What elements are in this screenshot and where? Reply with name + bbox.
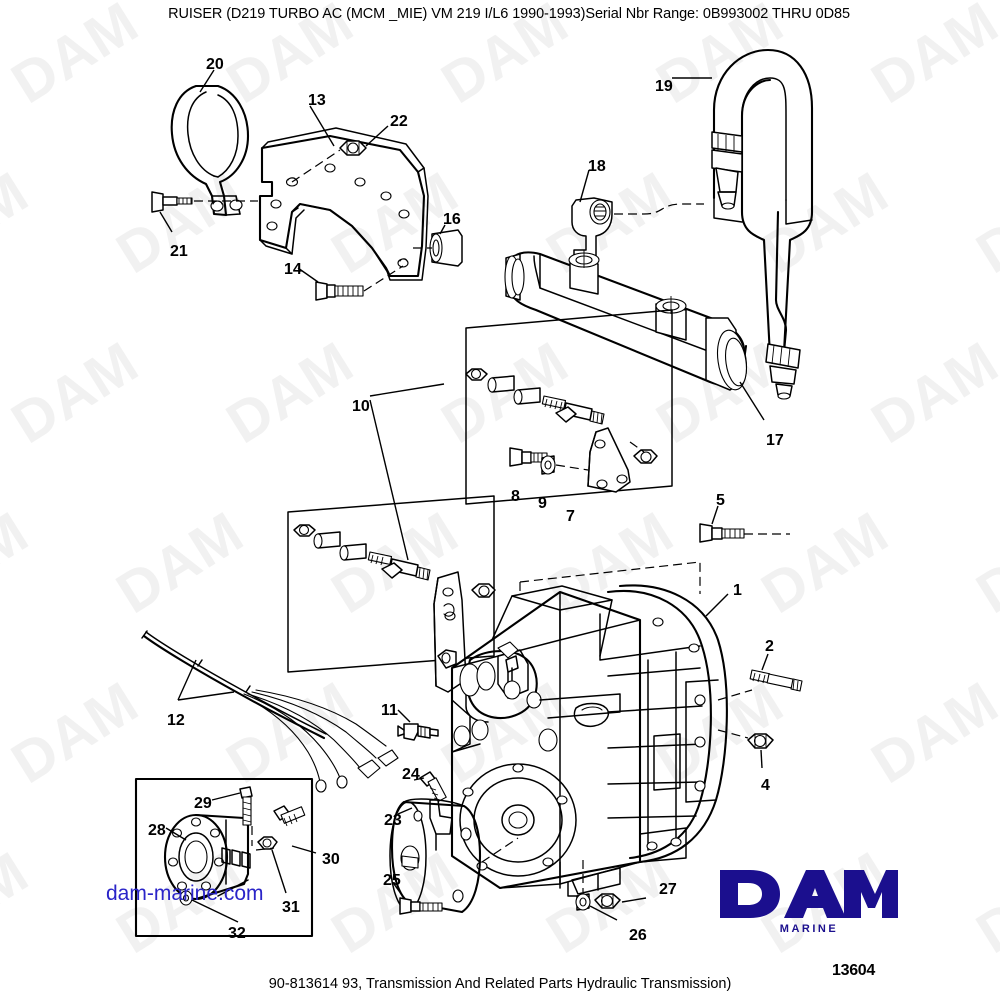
header-title: RUISER (D219 TURBO AC (MCM _MIE) VM 219 … bbox=[168, 6, 850, 22]
callout-16: 16 bbox=[443, 211, 461, 228]
callout-29: 29 bbox=[194, 795, 212, 812]
callout-10: 10 bbox=[352, 398, 370, 415]
part-2-stud bbox=[749, 669, 803, 692]
part-22-nut bbox=[339, 140, 367, 156]
callout-11: 11 bbox=[381, 702, 398, 719]
hose-lower-right bbox=[765, 210, 801, 400]
callout-5: 5 bbox=[716, 492, 725, 509]
part-1-transmission bbox=[437, 584, 728, 895]
callout-9: 9 bbox=[538, 495, 547, 512]
part-29-screw bbox=[239, 786, 253, 826]
callout-32: 32 bbox=[228, 925, 246, 942]
dam-marine-logo: MARINE bbox=[718, 868, 900, 935]
part-26-washer bbox=[575, 893, 591, 911]
callout-13: 13 bbox=[308, 92, 326, 109]
callout-7: 7 bbox=[566, 508, 575, 525]
part-24-bolt bbox=[419, 771, 447, 802]
callout-28: 28 bbox=[148, 822, 166, 839]
callout-21: 21 bbox=[170, 243, 188, 260]
part-32-washer bbox=[179, 890, 193, 906]
part-4-nut bbox=[747, 733, 774, 749]
inset-detail-box bbox=[134, 777, 317, 938]
callout-2: 2 bbox=[765, 638, 774, 655]
part-28-flange-hub bbox=[163, 813, 251, 901]
callout-27: 27 bbox=[659, 881, 677, 898]
callout-8: 8 bbox=[511, 488, 520, 505]
diagram-caption: 90-813614 93, Transmission And Related P… bbox=[268, 976, 732, 992]
callout-19: 19 bbox=[655, 78, 673, 95]
callout-26: 26 bbox=[629, 927, 647, 944]
callout-1: 1 bbox=[733, 582, 742, 599]
callout-20: 20 bbox=[206, 56, 224, 73]
part-25-bolt bbox=[399, 897, 443, 915]
callout-14: 14 bbox=[284, 261, 302, 278]
logo-subtitle: MARINE bbox=[779, 923, 839, 935]
part-14-bolt bbox=[315, 281, 364, 301]
callout-18: 18 bbox=[588, 158, 606, 175]
part-10-mount-kit-lower bbox=[287, 495, 496, 693]
callout-24: 24 bbox=[402, 766, 420, 783]
part-12-harness bbox=[141, 630, 399, 793]
diagram-header: RUISER (D219 TURBO AC (MCM _MIE) VM 219 … bbox=[0, 6, 1000, 22]
callout-31: 31 bbox=[282, 899, 300, 916]
callout-25: 25 bbox=[383, 872, 401, 889]
part-10-mount-kit-upper bbox=[465, 309, 673, 505]
callout-12: 12 bbox=[167, 712, 185, 729]
part-11-switch bbox=[397, 723, 439, 741]
part-27-nut bbox=[594, 893, 621, 909]
callout-30: 30 bbox=[322, 851, 340, 868]
part-13-bracket bbox=[258, 127, 429, 281]
part-19-hose bbox=[711, 48, 814, 358]
callout-23: 23 bbox=[384, 812, 402, 829]
page-number: 13604 bbox=[832, 962, 875, 979]
callout-17: 17 bbox=[766, 432, 784, 449]
part-21-bolt bbox=[151, 191, 193, 213]
part-20-clamp bbox=[170, 84, 250, 217]
dam-logo-mark bbox=[720, 870, 898, 918]
part-17-oil-cooler bbox=[504, 250, 748, 391]
site-url-watermark: dam-marine.com bbox=[106, 882, 264, 905]
part-18-elbow bbox=[571, 197, 613, 263]
callout-22: 22 bbox=[390, 113, 408, 130]
callout-4: 4 bbox=[761, 777, 770, 794]
part-16-spacer bbox=[429, 229, 463, 267]
part-5-bolt bbox=[699, 523, 745, 543]
part-31-nut bbox=[257, 836, 278, 850]
part-23-coupler bbox=[389, 798, 482, 914]
part-30-bolt bbox=[273, 805, 306, 827]
